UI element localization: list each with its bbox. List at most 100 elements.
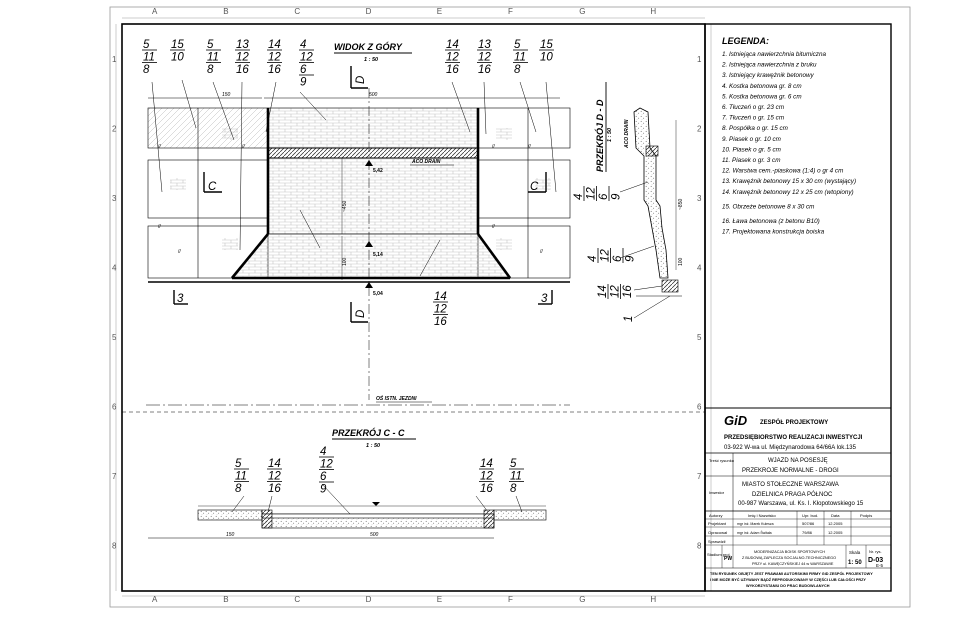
plan-dim-100: 100: [342, 257, 348, 266]
section-dd-scale: 1 : 50: [607, 128, 613, 142]
plan-scale: 1 : 50: [364, 57, 378, 63]
section-dd-item-1: 1: [623, 316, 635, 322]
section-dd-label: 6: [612, 255, 624, 262]
section-cc-dim-500: 500: [370, 532, 379, 538]
section-cc-label: 4: [320, 446, 326, 458]
section-dd-label: 6: [598, 193, 610, 200]
col-sign: Podpis: [860, 513, 872, 518]
plan-elev-1: 5,42: [373, 168, 383, 174]
investor-line-2: DZIELNICA PRAGA PÓŁNOC: [752, 491, 833, 498]
plan-layer-label: 9: [300, 77, 307, 89]
section-dd: PRZEKRÓJ D - D 1 : 50 ACO DRAIN ~850 100…: [573, 82, 684, 322]
section-cc-label: 12: [268, 471, 281, 483]
plan-mark-2: //: [242, 144, 245, 150]
plan-lower-label: 12: [434, 304, 447, 316]
plan-layer-label: 8: [514, 64, 521, 76]
plan-lower-label: 14: [434, 291, 447, 303]
right-panel-frame: [704, 23, 892, 592]
plan-section-3-right: 3: [541, 293, 548, 305]
drawing-no-label: Nr. rys.: [869, 549, 882, 554]
plan-layer-label: 12: [268, 52, 281, 64]
plan-layer-label: 4: [300, 39, 306, 51]
col-name: Imię i Nazwisko: [748, 513, 777, 518]
drawing-no: D-03: [868, 557, 883, 564]
section-cc-label: 12: [320, 459, 333, 471]
plan-axis-label: OŚ ISTN. JEZDNI: [376, 395, 417, 402]
team-name: ZESPÓŁ PROJEKTOWY: [760, 418, 828, 426]
plan-mark-8: //: [540, 249, 543, 255]
grid-column-label: C: [294, 595, 300, 604]
plan-view: WIDOK Z GÓRY 1 : 50 51181510511813121614…: [122, 39, 705, 413]
section-cc-label: 14: [480, 458, 493, 470]
row3-role: Sprawdził: [708, 539, 725, 544]
grid-column-label: G: [579, 595, 585, 604]
section-cc-label: 9: [320, 484, 327, 496]
plan-layer-label: 8: [207, 64, 214, 76]
stage-label: Stadium proj.: [707, 552, 731, 557]
section-dd-dim-850: ~850: [678, 199, 684, 210]
grid-row-label: 7: [112, 472, 117, 481]
grid-column-label: F: [508, 595, 513, 604]
section-cc-label: 16: [480, 483, 493, 495]
grid-row-label: 8: [697, 542, 702, 551]
grid-column-label: E: [437, 595, 442, 604]
row1-name: mgr inż. Marek Kulesza: [737, 522, 774, 526]
plan-layer-label: 13: [478, 39, 491, 51]
plan-dim-150: 150: [222, 92, 231, 98]
outer-border: [109, 6, 911, 608]
grid-row-label: 3: [697, 194, 702, 203]
grid-column-label: H: [650, 595, 656, 604]
row2-date: 12.2005: [828, 530, 843, 535]
plan-section-d-bottom: D: [355, 310, 367, 318]
plan-layer-label: 12: [478, 52, 491, 64]
plan-layer-label: 12: [446, 52, 459, 64]
legend-item: 1. Istniejąca nawierzchnia bitumiczna: [722, 51, 826, 58]
plan-layer-label: 14: [268, 39, 281, 51]
plan-elev-2: 5,14: [373, 252, 383, 258]
grid-column-label: D: [366, 7, 372, 16]
legend-item: 12. Warstwa cem.-piaskowa (1:4) o gr 4 c…: [722, 168, 843, 175]
plan-lower-label: 16: [434, 316, 447, 328]
plan-layer-label: 14: [446, 39, 459, 51]
section-cc-label: 8: [235, 483, 242, 495]
legend-item: 8. Pospółka o gr. 15 cm: [722, 125, 788, 132]
grid-column-label: C: [294, 7, 300, 16]
section-cc-scale: 1 : 50: [366, 443, 380, 449]
section-dd-label: 4: [573, 194, 585, 200]
grid-row-label: 6: [112, 403, 117, 412]
grid-column-label: F: [508, 7, 513, 16]
grid-column-label: A: [152, 595, 158, 604]
plan-layer-label: 11: [514, 52, 526, 64]
legend-item: 5. Kostka betonowa gr. 6 cm: [722, 93, 802, 100]
plan-layer-label: 5: [207, 39, 214, 51]
section-dd-label: 14: [597, 285, 609, 298]
section-cc-label: 12: [480, 471, 493, 483]
section-cc-dim-150: 150: [226, 532, 235, 538]
plan-layer-label: 15: [171, 39, 184, 51]
project-line-3: PRZY ul. KAWĘCZYŃSKIEJ 44 w WARSZAWIE: [752, 562, 834, 566]
plan-mark-4: //: [178, 249, 181, 255]
section-cc-label: 11: [235, 471, 247, 483]
plan-layer-label: 10: [540, 52, 553, 64]
col-authors: Autorzy: [709, 513, 723, 518]
grid-column-label: B: [223, 595, 228, 604]
legend-item: 3. Istniejący krawężnik betonowy: [722, 72, 815, 79]
section-cc-label: 5: [510, 458, 517, 470]
plan-mark-7: //: [492, 224, 495, 230]
logo: GiD: [724, 413, 748, 428]
grid-row-label: 4: [697, 264, 702, 273]
grid-row-label: 5: [112, 333, 117, 342]
grid-column-label: B: [223, 7, 228, 16]
plan-layer-label: 13: [236, 39, 249, 51]
grid-row-label: 5: [697, 333, 702, 342]
plan-mark-3: //: [158, 224, 161, 230]
grid-row-label: 6: [697, 403, 702, 412]
grid-column-label: D: [366, 595, 372, 604]
subject-label: Treść rysunku: [709, 458, 734, 463]
plan-layer-label: 8: [143, 64, 150, 76]
